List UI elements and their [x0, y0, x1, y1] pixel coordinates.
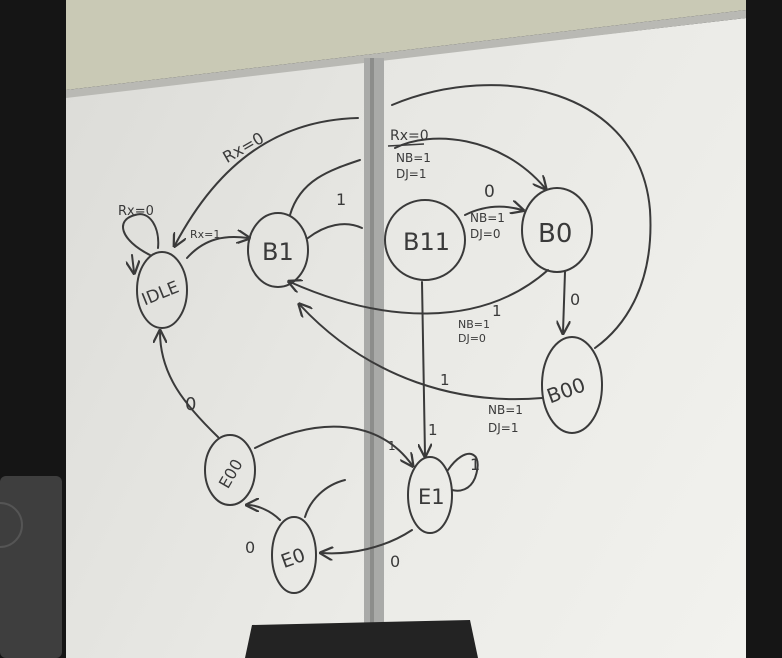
dark-right-edge — [746, 0, 782, 658]
edge-b00-b1 — [300, 305, 543, 401]
label-e0-e00: 0 — [245, 538, 255, 557]
label-b0-back-nb: NB=1 — [458, 318, 490, 331]
label-b0-b00: 0 — [570, 290, 580, 309]
edge-e00-e1 — [254, 425, 412, 465]
board-left-panel — [66, 62, 365, 658]
state-e00-circle — [204, 434, 256, 506]
side-panel-thumbnail — [0, 476, 62, 658]
edge-return-idle — [175, 117, 359, 245]
edge-b0-b1 — [290, 269, 549, 315]
label-e1-e0: 0 — [390, 552, 400, 571]
edge-e1-e0 — [322, 529, 413, 553]
state-b00-circle — [541, 336, 603, 434]
label-top-arc-in: Rx=0 — [390, 128, 429, 144]
edge-e0-e00 — [248, 505, 281, 521]
label-b00-back-dj: DJ=1 — [488, 421, 518, 435]
state-e0-circle — [271, 516, 317, 594]
label-b11-b0-dj: DJ=0 — [470, 227, 500, 241]
label-top-arc-dj: DJ=1 — [396, 167, 426, 181]
label-b0-back-in: 1 — [492, 302, 502, 320]
label-top-arc-nb: NB=1 — [396, 151, 431, 165]
label-rx0-self: Rx=0 — [118, 204, 154, 219]
edge-idle-b1 — [186, 237, 248, 259]
state-idle-circle — [136, 251, 188, 329]
edge-b0-b00 — [563, 271, 565, 332]
edge-outer-arc — [391, 84, 652, 349]
state-b0-circle — [521, 187, 593, 273]
laptop-lid — [245, 620, 478, 658]
edge-e00-idle — [160, 332, 219, 438]
label-e00-e1: 1 — [388, 439, 396, 453]
state-e1-label: E1 — [418, 485, 445, 509]
edge-b11-e1 — [422, 281, 425, 455]
label-b0-back-dj: DJ=0 — [458, 332, 486, 345]
label-e1-self: 1 — [470, 455, 480, 474]
state-b0-label: B0 — [538, 219, 572, 249]
label-b11-b0: 0 — [484, 182, 495, 202]
state-b11-label: B11 — [403, 228, 450, 256]
label-b11-e1: 1 — [428, 421, 438, 439]
edge-b11-b0 — [464, 207, 522, 216]
state-b1-label: B1 — [262, 238, 294, 266]
label-rx1: Rx=1 — [190, 228, 220, 241]
label-b1-b11: 1 — [336, 190, 346, 209]
edge-b1-b11 — [307, 223, 363, 239]
label-b11-b0-nb: NB=1 — [470, 211, 505, 225]
board-top-frame — [66, 10, 746, 98]
edge-e1-self — [447, 452, 479, 492]
edge-idle-self — [122, 213, 160, 256]
state-b11-circle — [384, 199, 466, 281]
wall-top — [66, 0, 746, 90]
label-e00-idle: 0 — [185, 394, 196, 415]
label-b00-back-in: 1 — [440, 371, 450, 389]
state-b1-circle — [247, 212, 309, 288]
edge-top-arc-b0 — [394, 137, 545, 188]
label-b00-back-nb: NB=1 — [488, 403, 523, 417]
